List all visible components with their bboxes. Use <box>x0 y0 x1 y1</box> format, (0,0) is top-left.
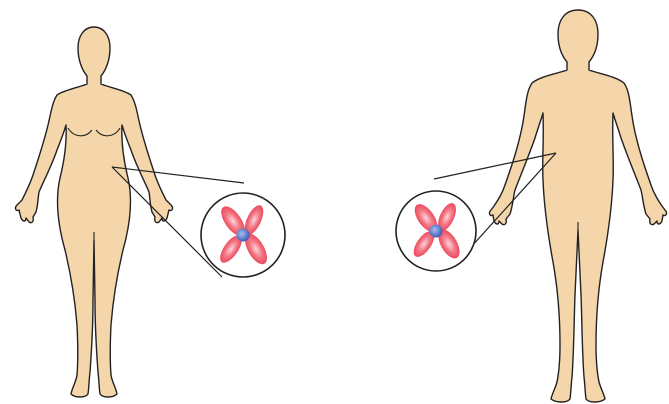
female-figure <box>16 27 173 397</box>
male-zoom-line <box>434 153 556 179</box>
male-body <box>490 10 667 402</box>
female-zoom-line <box>112 167 244 183</box>
male-centromere <box>430 225 443 238</box>
female-zoom-circle <box>201 193 285 277</box>
female-body <box>16 27 173 397</box>
female-centromere <box>237 229 250 242</box>
male-zoom-circle <box>396 191 476 271</box>
male-figure <box>490 10 667 402</box>
